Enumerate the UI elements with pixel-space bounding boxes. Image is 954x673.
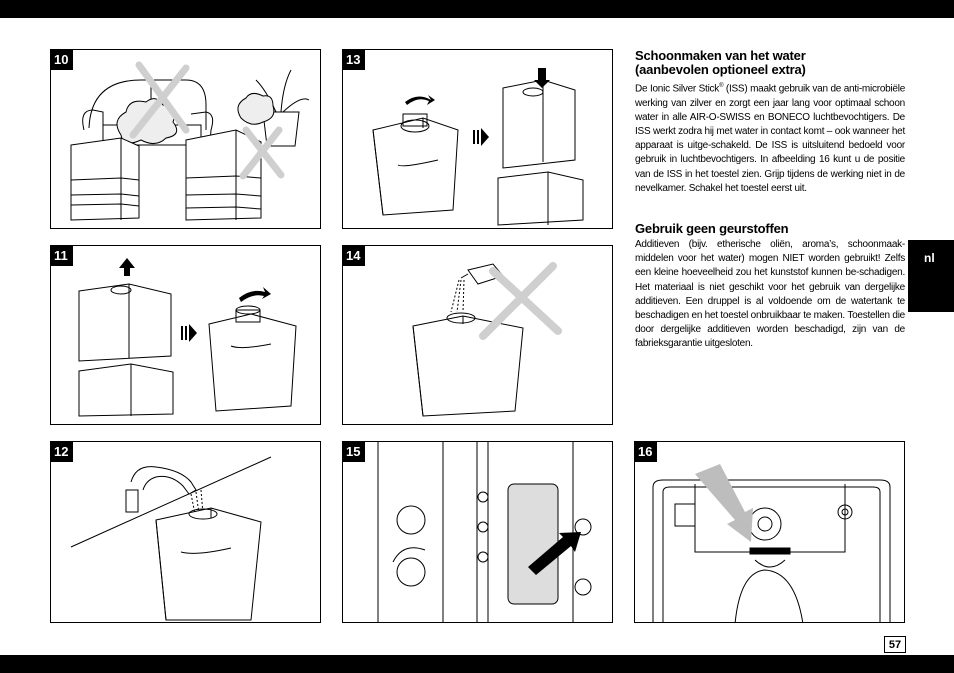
- figure-number: 10: [51, 50, 73, 70]
- figure-number: 16: [635, 442, 657, 462]
- language-tab: nl: [908, 240, 954, 312]
- cross-mark: [129, 61, 285, 180]
- section-no-fragrances: Gebruik geen geurstoffen Additieven (bij…: [635, 222, 905, 352]
- figure-12: 12: [50, 441, 321, 623]
- figure-15: 15: [342, 441, 613, 623]
- cross-mark: [479, 262, 562, 340]
- section-body: Additieven (bijv. etherische oliën, arom…: [635, 239, 905, 350]
- heading-line-1: Schoonmaken van het water: [635, 48, 806, 63]
- figure-14: 14: [342, 245, 613, 425]
- bottom-bar: [0, 655, 954, 673]
- figure-10: 10: [50, 49, 321, 229]
- figure-number: 15: [343, 442, 365, 462]
- humidifier-placement-illustration: [70, 61, 310, 221]
- control-panel-illustration: [377, 442, 592, 622]
- top-bar: [0, 0, 954, 18]
- figure-number: 13: [343, 50, 365, 70]
- iss-position-illustration: [652, 464, 891, 622]
- figure-13: 13: [342, 49, 613, 229]
- tank-refill-illustration: [372, 68, 584, 226]
- tap-filling-illustration: [70, 456, 272, 621]
- figure-number: 11: [51, 246, 73, 266]
- figure-16: 16: [634, 441, 905, 623]
- figure-number: 12: [51, 442, 73, 462]
- heading-line-2: (aanbevolen optioneel extra): [635, 62, 806, 77]
- section-water-cleaning: Schoonmaken van het water (aanbevolen op…: [635, 49, 905, 196]
- page-number: 57: [884, 636, 906, 653]
- section-heading: Schoonmaken van het water (aanbevolen op…: [635, 49, 905, 77]
- section-body: De Ionic Silver Stick® (ISS) maakt gebru…: [635, 83, 906, 194]
- no-fragrance-illustration: [412, 262, 562, 417]
- figure-number: 14: [343, 246, 365, 266]
- section-heading: Gebruik geen geurstoffen: [635, 221, 789, 236]
- figure-11: 11: [50, 245, 321, 425]
- tank-removal-illustration: [78, 258, 297, 417]
